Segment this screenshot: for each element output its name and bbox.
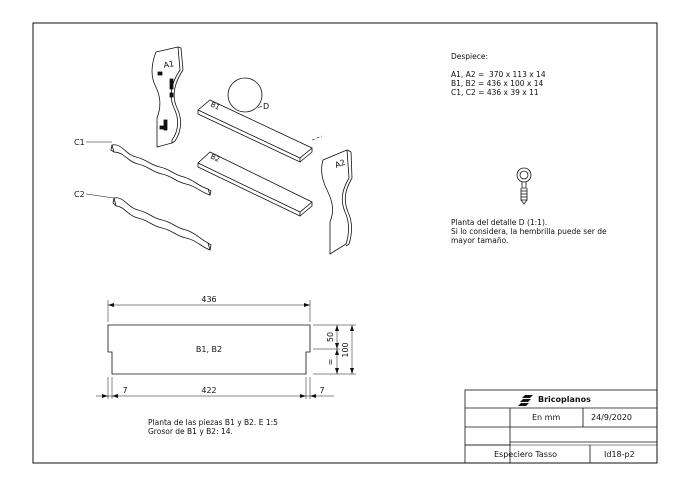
dim-upper: 50 [326, 332, 335, 342]
title-block-units: En mm [532, 413, 561, 422]
dim-total: 436 [201, 295, 216, 304]
dim-right: 7 [319, 386, 324, 395]
part-b1 [197, 99, 313, 163]
plan-label: B1, B2 [196, 345, 222, 354]
title-block-date: 24/9/2020 [591, 413, 633, 422]
label-a1: A1 [163, 59, 175, 70]
sheet-border [32, 22, 658, 464]
title-block [464, 389, 658, 464]
plan-note-line-1: Planta de las piezas B1 y B2. E 1:5 [148, 418, 278, 427]
part-b2 [197, 151, 313, 217]
label-c2: C2 [74, 190, 85, 199]
label-b1: B1 [209, 101, 221, 112]
dim-left: 7 [122, 386, 127, 395]
despiece-line-b: B1, B2 = 436 x 100 x 14 [451, 79, 544, 88]
part-c1 [110, 144, 212, 196]
title-block-brand: Bricoplanos [538, 395, 591, 404]
plan-note-line-2: Grosor de B1 y B2: 14. [148, 427, 233, 436]
detail-circle-d [227, 77, 263, 113]
detail-note-line-2: Si lo considera, la hembrilla puede ser … [451, 227, 607, 236]
label-c1: C1 [74, 138, 85, 147]
plan-b1-b2 [96, 300, 356, 399]
dim-inner: 422 [201, 386, 216, 395]
title-block-name: Especiero Tasso [494, 450, 558, 459]
despiece-line-a: A1, A2 = 370 x 113 x 14 [451, 70, 546, 79]
despiece-line-c: C1, C2 = 436 x 39 x 11 [451, 88, 539, 97]
label-b2: B2 [209, 153, 221, 164]
despiece-title: Despiece: [451, 52, 489, 61]
bricoplanos-logo-icon [518, 395, 533, 406]
detail-note-line-3: mayor tamaño. [451, 236, 509, 245]
eye-hook-detail [516, 167, 532, 205]
leader-c2 [85, 193, 115, 199]
dim-eq: = [326, 359, 335, 366]
part-a1 [151, 46, 184, 148]
label-d: D [263, 102, 269, 111]
dim-height: 100 [341, 342, 350, 357]
label-a2: A2 [334, 158, 347, 170]
detail-note-line-1: Planta del detalle D (1:1). [451, 218, 548, 227]
title-block-code: Id18-p2 [604, 450, 635, 459]
part-a2 [321, 149, 353, 255]
part-c2 [112, 197, 212, 251]
